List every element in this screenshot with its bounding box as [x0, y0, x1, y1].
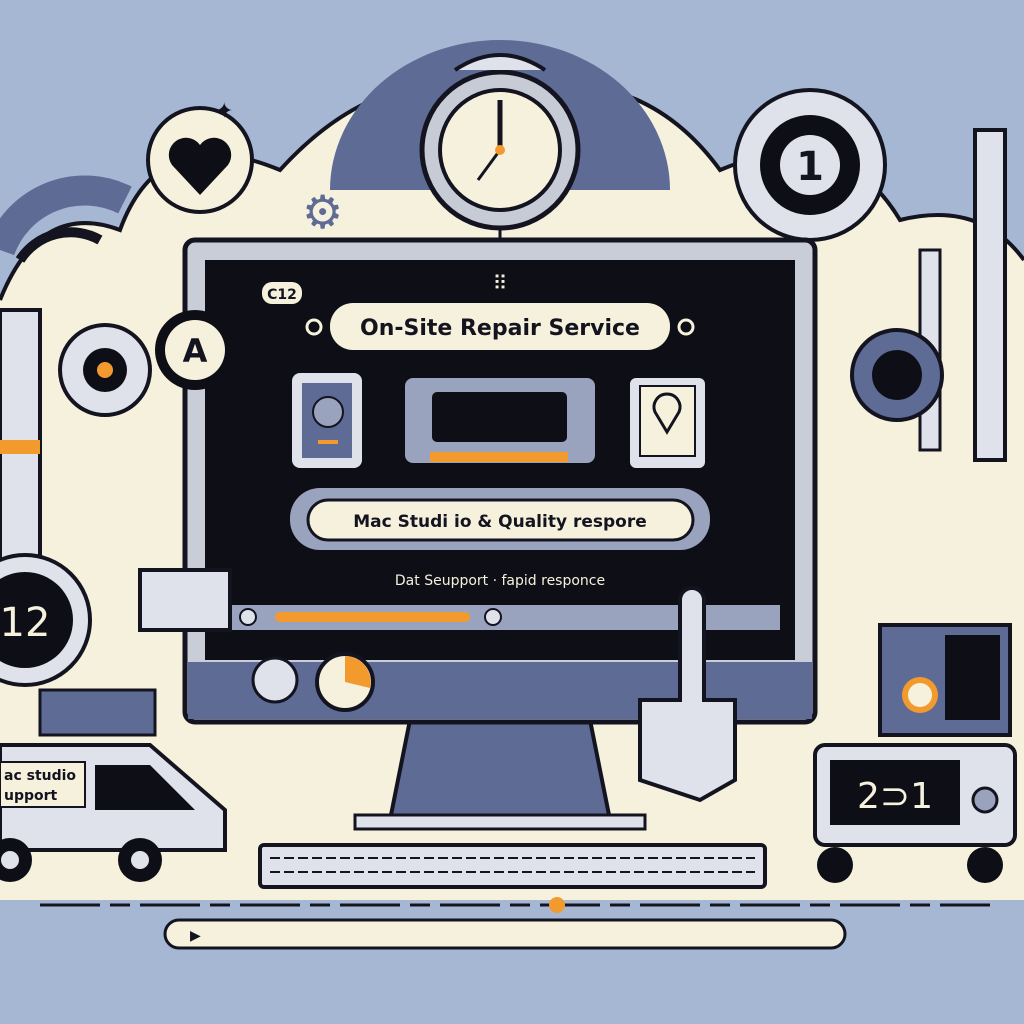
keyboard: [258, 843, 767, 889]
title-pill: [330, 303, 670, 350]
robot-monitor: [878, 623, 1012, 737]
a-badge: A: [155, 310, 235, 390]
heart-icon: [168, 137, 232, 195]
grid-icon: ⠿: [493, 271, 508, 295]
corner-label: C12: [267, 287, 297, 303]
monitor-stand: [387, 718, 613, 822]
screen-content: C12 ⠿ On-Site Repair Service Mac Studi i…: [230, 271, 780, 630]
svg-text:2⊃1: 2⊃1: [857, 776, 933, 817]
disk-card: [292, 373, 362, 468]
svg-text:✦: ✦: [215, 99, 233, 124]
a-badge-icon: A: [183, 332, 208, 370]
display-truck: 2⊃1: [813, 743, 1017, 883]
keyboard-card: [405, 378, 595, 463]
ruler-tower: [973, 128, 1007, 462]
support-van: ac studio upport: [0, 743, 227, 882]
svg-text:12: 12: [0, 600, 50, 646]
svg-text:upport: upport: [4, 788, 58, 804]
location-card: [630, 378, 705, 468]
media-bar[interactable]: [163, 918, 847, 950]
location-pin-icon: [652, 392, 682, 435]
number-badge: 1: [733, 88, 887, 242]
svg-text:1: 1: [796, 144, 824, 190]
printer: [138, 568, 232, 632]
gear-icon: ⚙: [302, 185, 343, 239]
screen-subtitle: Mac Studi io & Quality respore: [353, 512, 647, 532]
screen-title: On-Site Repair Service: [360, 316, 640, 341]
arch-decoration: [0, 175, 132, 263]
screen-tagline: Dat Seupport · fapid responce: [395, 573, 605, 589]
pipe-tower: [0, 308, 42, 562]
svg-text:ac studio: ac studio: [4, 768, 76, 784]
play-icon[interactable]: ▶: [190, 928, 201, 944]
left-clock: 12: [0, 553, 92, 687]
wrench-device: [638, 586, 737, 803]
timeline: ▶: [40, 897, 990, 950]
progress-fill: [275, 612, 470, 622]
clock: [330, 40, 670, 265]
heart-badge: ✦: [146, 99, 254, 214]
